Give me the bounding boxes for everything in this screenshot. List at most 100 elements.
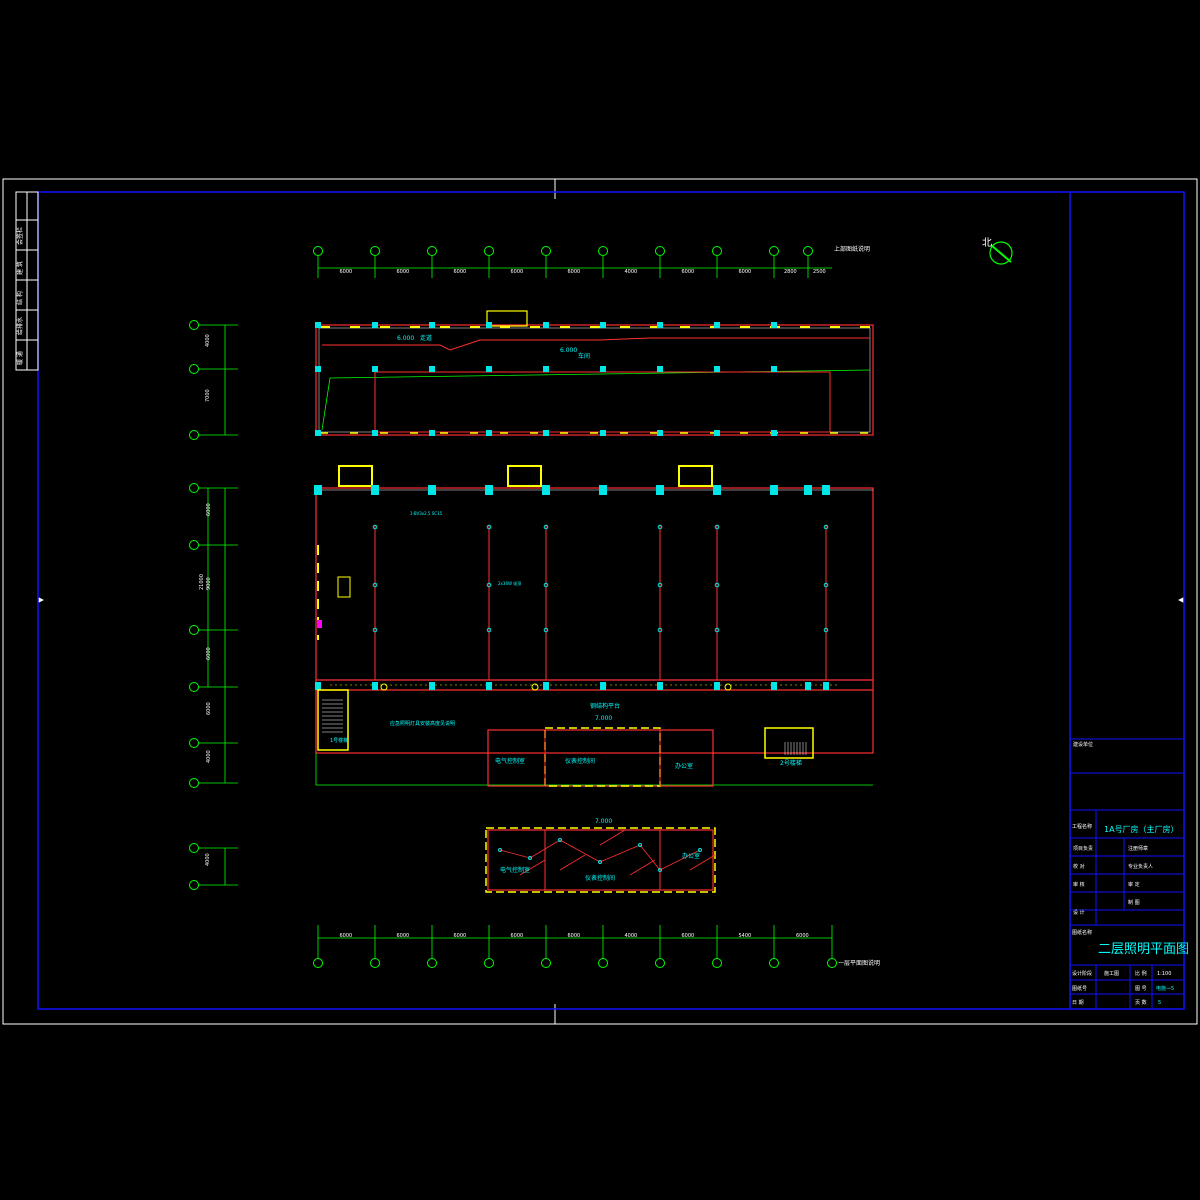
row-label-1: 校 对 [1073, 863, 1085, 870]
left-dimension: 4000 [205, 334, 211, 347]
column [486, 366, 492, 372]
fixture [531, 683, 539, 691]
column [372, 366, 378, 372]
column [315, 366, 321, 372]
top-dimension: 2500 [813, 269, 826, 275]
drawing-frame [37, 191, 1185, 1010]
top-dimension: 6000 [739, 269, 752, 275]
upper-plan: 6.000 走道 车间 6.000 [315, 310, 874, 436]
outer-border [2, 178, 1198, 1025]
column [315, 682, 321, 690]
fixture [724, 683, 732, 691]
column [372, 430, 378, 436]
column [713, 485, 721, 495]
bottom-dimension: 6000 [340, 933, 353, 939]
axis-bubble-bottom [655, 958, 665, 968]
column [657, 430, 663, 436]
lamp [823, 582, 829, 588]
right-label-1: 专业负责人 [1128, 863, 1153, 870]
lamp [698, 848, 702, 852]
column [771, 366, 777, 372]
axis-bubble-top [313, 246, 323, 256]
column [656, 485, 664, 495]
axis-bubble-left [189, 364, 199, 374]
column [771, 682, 777, 690]
lower-plan: 7.000 电气控制室 仪表控制间 办公室 [485, 818, 716, 893]
bottom-dimension: 6000 [682, 933, 695, 939]
top-dimension: 6000 [568, 269, 581, 275]
axis-bubble-left [189, 625, 199, 635]
row-label-0: 项目负责 [1073, 845, 1093, 852]
axis-bubble-top [370, 246, 380, 256]
column [600, 322, 606, 328]
emergency-note: 应急照明灯具安装高度见说明 [390, 720, 455, 727]
column [543, 322, 549, 328]
column [805, 682, 811, 690]
lower-electrical-label: 电气控制室 [500, 866, 530, 874]
axis-bubble-left [189, 738, 199, 748]
lamp [598, 860, 602, 864]
top-dimension: 2800 [784, 269, 797, 275]
stair-2-treads [784, 742, 807, 755]
top-dimension: 6000 [511, 269, 524, 275]
upper-columns [315, 322, 777, 436]
axis-bubble-top [598, 246, 608, 256]
column [600, 430, 606, 436]
axis-bubble-left [189, 843, 199, 853]
page-value: 5 [1158, 1000, 1161, 1006]
column [771, 430, 777, 436]
lamp [543, 524, 549, 530]
upper-elevation: 6.000 [397, 335, 414, 342]
column [657, 682, 663, 690]
main-columns [314, 485, 830, 690]
north-label: 北 [982, 237, 992, 249]
drawing-name: 二层照明平面图 [1098, 942, 1189, 957]
top-dimension: 6000 [397, 269, 410, 275]
lower-control-label: 仪表控制间 [585, 874, 615, 882]
lamp-spec-note: 2x36W 吸顶 [498, 581, 521, 586]
column [314, 485, 322, 495]
column [600, 682, 606, 690]
drawing-number: 电施—5 [1156, 985, 1174, 992]
office-label: 办公室 [675, 762, 693, 770]
strip-label-1: 建 筑 [16, 261, 24, 275]
lamp [657, 627, 663, 633]
drawing-number-code-label: 图 号 [1135, 986, 1147, 992]
project-name-label: 工程名称 [1072, 823, 1092, 830]
lamp [486, 582, 492, 588]
stair-2-label: 2号楼梯 [780, 759, 802, 767]
axis-bubble-bottom [712, 958, 722, 968]
left-dimension: 4000 [205, 853, 211, 866]
column [543, 682, 549, 690]
axis-bubble-bottom [598, 958, 608, 968]
axis-bubble-bottom [827, 958, 837, 968]
column [542, 485, 550, 495]
column [600, 366, 606, 372]
control-room-label: 仪表控制间 [565, 757, 595, 765]
lamp [372, 524, 378, 530]
lamp [372, 627, 378, 633]
lamp [498, 848, 502, 852]
lamp [714, 524, 720, 530]
strip-label-2: 结 构 [16, 291, 24, 305]
column [823, 682, 829, 690]
bottom-dimension: 6000 [568, 933, 581, 939]
bottom-axis-note: 一层平面图说明 [838, 959, 880, 967]
design-phase-label: 设计阶段 [1072, 970, 1092, 977]
axis-bubble-top [712, 246, 722, 256]
axis-bubble-left [189, 430, 199, 440]
column [714, 322, 720, 328]
date-label: 日 期 [1072, 1000, 1084, 1006]
left-dimension: 6000 [206, 503, 212, 516]
top-dimension: 6000 [340, 269, 353, 275]
lamp [657, 524, 663, 530]
axis-bubble-left [189, 880, 199, 890]
lamp [558, 838, 562, 842]
right-label-0: 注册师章 [1128, 845, 1148, 852]
upper-hall-elevation: 6.000 [560, 347, 577, 354]
stair-1-treads [322, 699, 343, 733]
column [657, 366, 663, 372]
